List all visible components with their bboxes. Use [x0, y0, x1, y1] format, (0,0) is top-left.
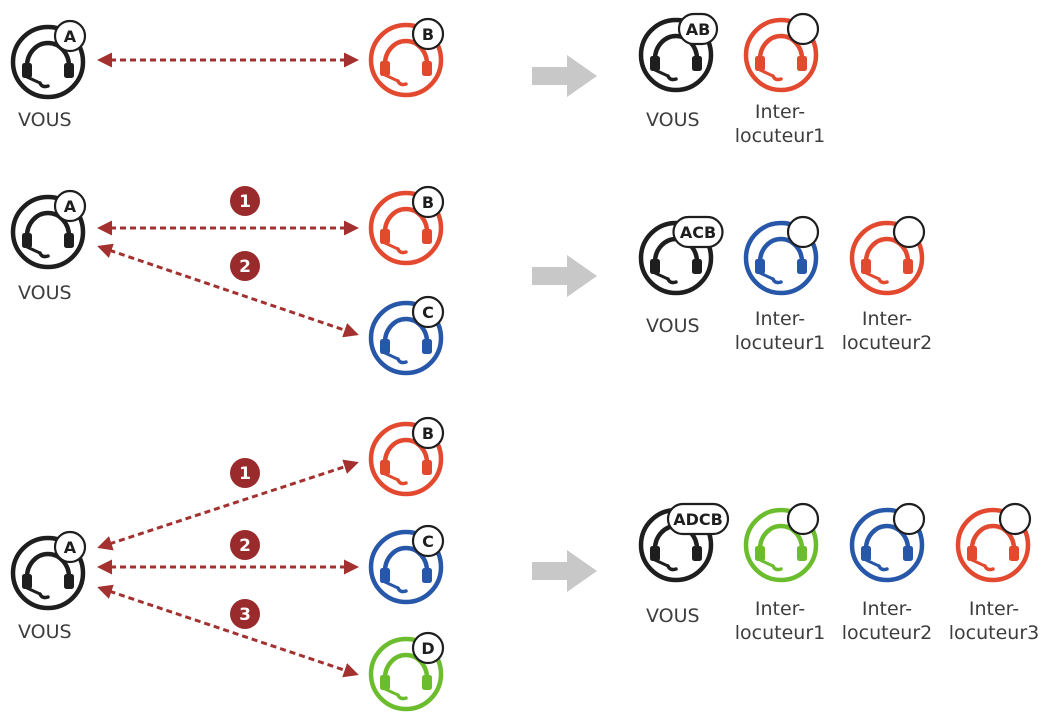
row3-partner-C-badge: C [411, 524, 445, 558]
row2-result-arrow-icon [532, 255, 597, 297]
row3-result-partner3-label: Inter- locuteur3 [939, 597, 1045, 645]
row1-result-partner1-badge [786, 12, 820, 46]
row2-result-partner1-line2: locuteur1 [734, 332, 826, 354]
svg-text:2: 2 [239, 536, 251, 556]
row3-result-you-label: VOUS [646, 605, 700, 627]
row3-result-partner2-badge [892, 502, 926, 536]
row2-partner-B-badge: B [411, 185, 445, 219]
svg-text:1: 1 [239, 464, 251, 484]
svg-text:B: B [422, 25, 434, 44]
row3-step-2-badge: 2 [230, 530, 260, 560]
row1-result-you-badge: AB [677, 12, 719, 46]
row3-result-you-badge: ADCB [666, 502, 730, 536]
row2-result-partner1-badge [786, 215, 820, 249]
svg-text:3: 3 [239, 605, 251, 625]
row2-you-badge: A [53, 189, 87, 223]
row3-step-3-badge: 3 [230, 599, 260, 629]
row2-partner-C-badge: C [411, 295, 445, 329]
svg-text:AB: AB [686, 20, 711, 39]
row3-result-partner2-line1: Inter- [861, 598, 913, 620]
svg-text:A: A [64, 197, 77, 216]
svg-text:A: A [64, 538, 77, 557]
row3-result-partner1-badge [786, 502, 820, 536]
row2-result-partner2-badge [892, 215, 926, 249]
row3-you-label: VOUS [18, 621, 72, 643]
row3-result-partner1-line2: locuteur1 [734, 622, 826, 644]
row3-result-partner1-label: Inter- locuteur1 [725, 597, 835, 645]
row2-link-C-arrow [97, 243, 359, 338]
svg-text:C: C [422, 532, 434, 551]
row2-step-1-badge: 1 [230, 186, 260, 216]
row2-step-2-badge: 2 [230, 251, 260, 281]
row3-partner-D-badge: D [411, 631, 445, 665]
row3-you-badge: A [53, 530, 87, 564]
row2-result-you-label: VOUS [646, 315, 700, 337]
row3-result-partner2-label: Inter- locuteur2 [832, 597, 942, 645]
row3-result-partner3-badge [998, 502, 1032, 536]
row3-result-partner2-line2: locuteur2 [841, 622, 933, 644]
row1-result-partner1-label: Inter- locuteur1 [725, 100, 835, 148]
row1-result-partner1-line1: Inter- [754, 101, 806, 123]
row3-result-arrow-icon [532, 550, 597, 592]
row1-partner-B-badge: B [411, 17, 445, 51]
svg-text:B: B [422, 193, 434, 212]
row2-you-label: VOUS [18, 282, 72, 304]
row3-result-partner3-line1: Inter- [968, 598, 1020, 620]
row3-link-D-arrow [97, 584, 359, 678]
svg-text:1: 1 [239, 192, 251, 212]
row2-result-partner1-line1: Inter- [754, 308, 806, 330]
row3-result-partner3-line2: locuteur3 [948, 622, 1040, 644]
row3-result-partner1-line1: Inter- [754, 598, 806, 620]
svg-text:ACB: ACB [680, 223, 716, 242]
row2-result-partner2-line2: locuteur2 [841, 332, 933, 354]
row1-result-arrow-icon [532, 55, 597, 97]
row2-result-partner2-label: Inter- locuteur2 [832, 307, 942, 355]
svg-text:C: C [422, 303, 434, 322]
svg-text:2: 2 [239, 257, 251, 277]
row3-link-B-arrow [97, 459, 359, 551]
svg-text:D: D [421, 639, 434, 658]
row2-result-partner2-line1: Inter- [861, 308, 913, 330]
row1-result-partner1-line2: locuteur1 [734, 125, 826, 147]
row2-result-you-badge: ACB [672, 215, 724, 249]
row2-result-partner1-label: Inter- locuteur1 [725, 307, 835, 355]
row1-you-badge: A [53, 19, 87, 53]
row1-result-you-label: VOUS [646, 109, 700, 131]
row1-you-label: VOUS [18, 109, 72, 131]
svg-text:ADCB: ADCB [673, 510, 723, 529]
row3-partner-B-badge: B [411, 416, 445, 450]
svg-text:B: B [422, 424, 434, 443]
row3-step-1-badge: 1 [230, 458, 260, 488]
svg-text:A: A [64, 27, 77, 46]
